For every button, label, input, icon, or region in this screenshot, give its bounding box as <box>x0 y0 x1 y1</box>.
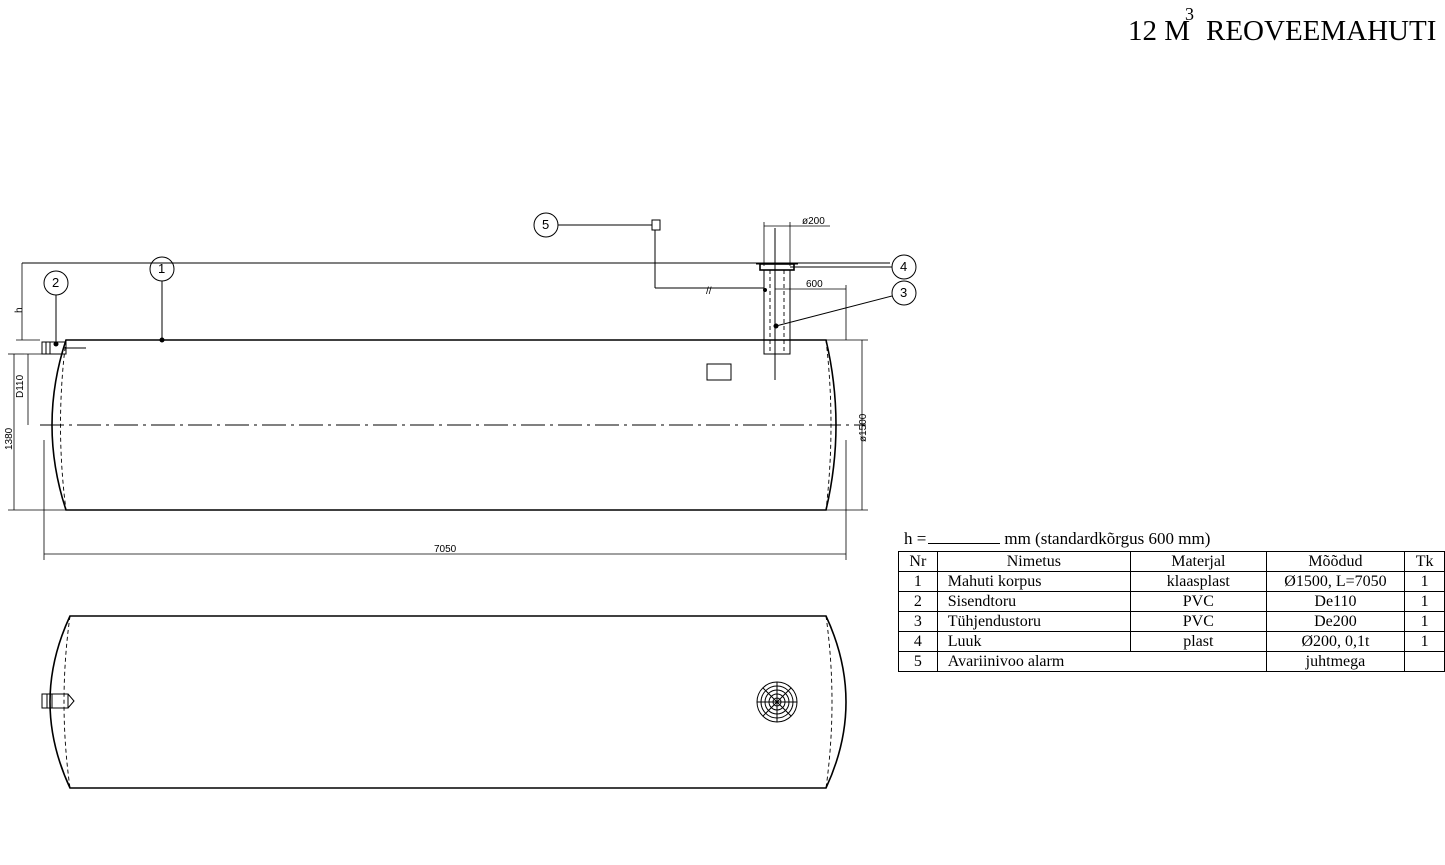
table-row: 1 Mahuti korpus klaasplast Ø1500, L=7050… <box>898 571 1445 592</box>
cell-qty: 1 <box>1404 591 1445 612</box>
cell-name: Mahuti korpus <box>936 571 1131 592</box>
callout-4-label: 4 <box>900 259 907 274</box>
dim-inlet-label: D110 <box>15 374 26 398</box>
hatch-top <box>756 681 798 723</box>
header-nr: Nr <box>898 551 938 572</box>
title-superscript: 3 <box>1185 4 1194 24</box>
cell-dimensions: De200 <box>1265 611 1406 632</box>
table-row: 5 Avariinivoo alarm juhtmega <box>898 651 1445 672</box>
dim-inlet: D110 <box>15 353 42 425</box>
cell-nr: 3 <box>898 611 938 632</box>
cell-dimensions: De110 <box>1265 591 1406 612</box>
cell-name: Sisendtoru <box>936 591 1131 612</box>
hatch-riser <box>756 228 798 380</box>
cell-material: PVC <box>1129 591 1267 612</box>
header-qty: Tk <box>1404 551 1445 572</box>
callout-3: 3 <box>775 280 917 327</box>
header-name: Nimetus <box>936 551 1131 572</box>
dim-hatch: ø200 <box>763 216 830 266</box>
table-header-row: Nr Nimetus Materjal Mõõdud Tk <box>898 551 1445 572</box>
title-prefix: 12 M <box>1128 15 1190 47</box>
dim-outlet-offset-label: 600 <box>806 279 823 290</box>
alarm-cable: // <box>651 219 764 297</box>
dim-height-label: 1380 <box>4 427 15 450</box>
cell-material: PVC <box>1129 611 1267 632</box>
cell-nr: 5 <box>898 651 938 672</box>
dim-h: h <box>14 263 40 341</box>
dim-diameter: ø1500 <box>826 339 869 511</box>
cell-nr: 4 <box>898 631 938 652</box>
dim-height: 1380 <box>4 353 66 511</box>
h-note-blank <box>928 528 1001 544</box>
header-dimensions: Mõõdud <box>1265 551 1406 572</box>
callout-2: 2 <box>43 270 69 347</box>
top-view <box>41 615 847 789</box>
tank-top-outline <box>49 615 847 789</box>
top-right-seam <box>825 615 833 789</box>
cell-name: Tühjendustoru <box>936 611 1131 632</box>
header-material: Materjal <box>1129 551 1267 572</box>
callout-2-label: 2 <box>52 275 59 290</box>
pipe-break-mark: // <box>706 286 712 297</box>
parts-table: Nr Nimetus Materjal Mõõdud Tk 1 Mahuti k… <box>898 551 1445 672</box>
cell-dimensions: juhtmega <box>1265 651 1406 672</box>
inlet-pipe-top <box>41 693 75 709</box>
cell-dimensions: Ø200, 0,1t <box>1265 631 1406 652</box>
h-note-suffix: mm (standardkõrgus 600 mm) <box>1004 529 1211 548</box>
callout-1-label: 1 <box>158 261 165 276</box>
h-note: h = mm (standardkõrgus 600 mm) <box>904 528 1210 549</box>
cell-name: Luuk <box>936 631 1131 652</box>
table-row: 2 Sisendtoru PVC De110 1 <box>898 591 1445 612</box>
cell-qty: 1 <box>1404 571 1445 592</box>
callout-4: 4 <box>790 254 917 280</box>
dim-hatch-label: ø200 <box>802 216 825 227</box>
callout-5-label: 5 <box>542 217 549 232</box>
callout-5: 5 <box>533 212 652 238</box>
dim-length-label: 7050 <box>434 544 457 555</box>
table-row: 3 Tühjendustoru PVC De200 1 <box>898 611 1445 632</box>
dim-h-label: h <box>14 307 25 313</box>
cell-nr: 1 <box>898 571 938 592</box>
drawing-title: 12 M 3 REOVEEMAHUTI <box>1128 4 1436 47</box>
cell-nr: 2 <box>898 591 938 612</box>
cell-qty <box>1404 651 1445 672</box>
title-suffix: REOVEEMAHUTI <box>1206 15 1436 47</box>
dim-outlet-offset: 600 <box>775 279 847 340</box>
dim-diameter-label: ø1500 <box>858 413 869 442</box>
dim-length: 7050 <box>43 440 847 560</box>
h-note-prefix: h = <box>904 529 927 548</box>
callout-3-label: 3 <box>900 285 907 300</box>
cell-qty: 1 <box>1404 631 1445 652</box>
cell-name: Avariinivoo alarm <box>936 651 1267 672</box>
top-left-seam <box>63 615 71 789</box>
inspection-box <box>706 363 732 381</box>
callout-1: 1 <box>149 256 175 343</box>
cell-material: klaasplast <box>1129 571 1267 592</box>
inlet-pipe <box>41 341 86 355</box>
side-view: // h D110 1380 7050 <box>4 212 917 560</box>
cell-qty: 1 <box>1404 611 1445 632</box>
cell-material: plast <box>1129 631 1267 652</box>
cell-dimensions: Ø1500, L=7050 <box>1265 571 1406 592</box>
table-row: 4 Luuk plast Ø200, 0,1t 1 <box>898 631 1445 652</box>
